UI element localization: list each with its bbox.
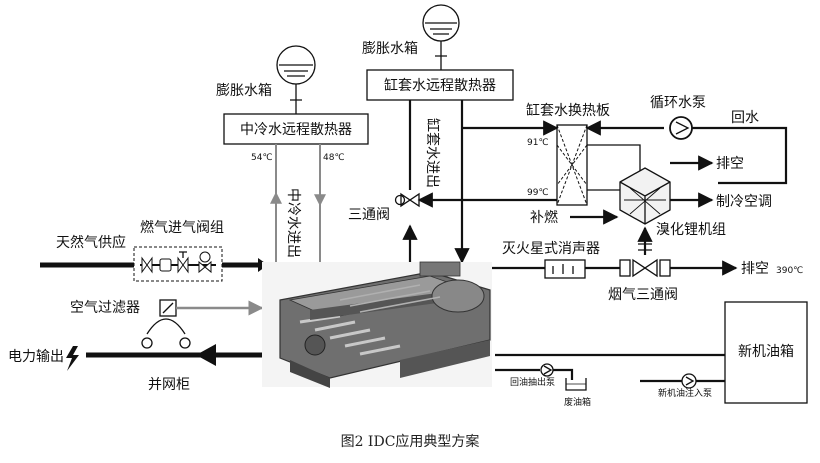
lightning-icon xyxy=(66,346,79,371)
jacket-radiator xyxy=(366,69,514,101)
figure-caption: 图2 IDC应用典型方案 xyxy=(341,433,480,450)
intercooler-radiator xyxy=(223,113,369,145)
exhaust-label: 排空 xyxy=(741,261,769,277)
return-water-label: 回水 xyxy=(731,110,759,126)
libr-unit xyxy=(619,167,671,225)
oil-tank xyxy=(724,301,808,404)
intercooler-radiator-label: 中冷水远程散热器 xyxy=(240,122,352,138)
expansion-tank-right xyxy=(422,4,460,70)
intercooler-in-out-label: 中冷水进出 xyxy=(285,188,301,258)
pump-icon xyxy=(669,116,693,140)
exhaust-temp-label: 390℃ xyxy=(776,266,803,276)
temp-91-label: 91℃ xyxy=(527,138,549,148)
grid-cabinet-label: 并网柜 xyxy=(148,377,190,393)
gas-valve-group-label: 燃气进气阀组 xyxy=(140,219,224,236)
engine-illustration xyxy=(262,261,492,388)
expansion-tank-right-label: 膨胀水箱 xyxy=(362,40,418,57)
silencer-label: 灭火星式消声器 xyxy=(502,241,600,257)
return-water-loop xyxy=(692,126,788,185)
temp-out-label: 48℃ xyxy=(323,153,345,163)
temp-in-label: 54℃ xyxy=(251,153,273,163)
three-way-valve-label: 三通阀 xyxy=(348,207,390,223)
libr-unit-label: 溴化锂机组 xyxy=(656,222,726,238)
return-oil-pump-label: 回油抽出泵 xyxy=(510,376,555,388)
grid-switch xyxy=(141,318,191,349)
cooling-ac-label: 制冷空调 xyxy=(716,194,772,210)
return-oil-pump-icon xyxy=(540,363,554,377)
oil-inject-pump-label: 新机油注入泵 xyxy=(658,387,712,399)
air-filter-label: 空气过滤器 xyxy=(70,300,140,316)
jacket-radiator-label: 缸套水远程散热器 xyxy=(384,77,496,94)
three-way-valve xyxy=(394,192,420,208)
gas-supply-label: 天然气供应 xyxy=(56,234,126,251)
flue-valve-label: 烟气三通阀 xyxy=(608,287,678,303)
temp-99-label: 99℃ xyxy=(527,188,549,198)
afterburn-label: 补燃 xyxy=(530,209,558,226)
jacket-in-out-label: 缸套水进出 xyxy=(424,118,441,188)
oil-inject-pump-icon xyxy=(681,373,697,389)
power-output-label: 电力输出 xyxy=(8,349,64,365)
flue-valve xyxy=(619,258,671,278)
oil-tank-label: 新机油箱 xyxy=(738,344,794,360)
expansion-tank-left xyxy=(276,45,316,114)
waste-oil-tank-label: 废油箱 xyxy=(564,396,591,408)
vent-top-label: 排空 xyxy=(716,156,744,172)
heat-exchanger xyxy=(556,124,588,206)
heat-exchanger-label: 缸套水换热板 xyxy=(526,102,610,119)
circ-pump-label: 循环水泵 xyxy=(650,95,706,111)
expansion-tank-left-label: 膨胀水箱 xyxy=(216,82,272,99)
silencer xyxy=(544,259,586,279)
